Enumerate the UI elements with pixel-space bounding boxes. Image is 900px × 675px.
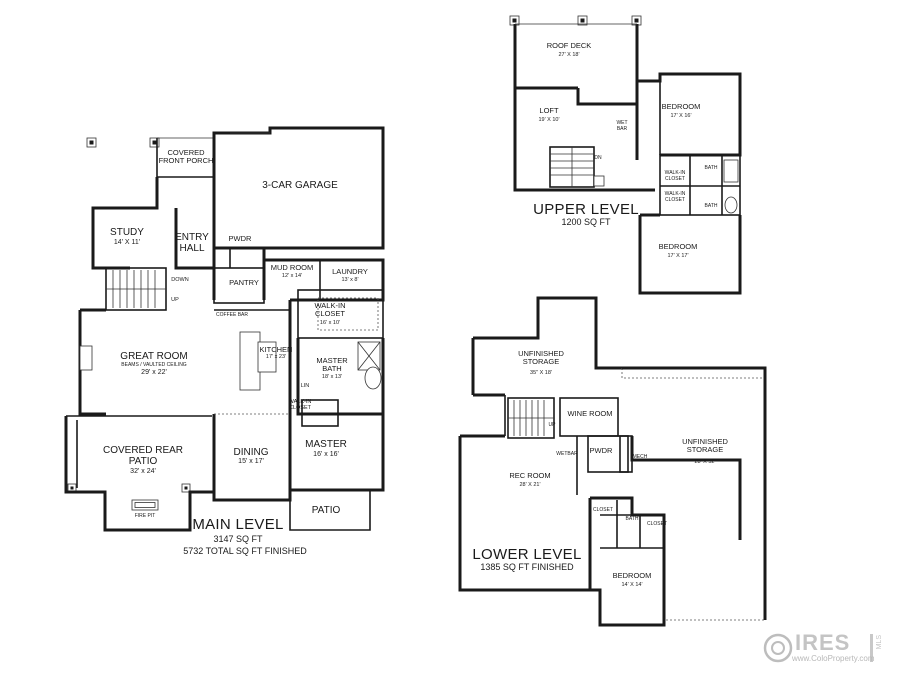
ires-watermark: IRES www.ColoProperty.com MLS (762, 630, 894, 670)
roof-deck-dimensions: 27' X 18' (558, 52, 580, 58)
kitchen-label: KITCHEN (259, 345, 293, 354)
dining-label: DINING (233, 447, 269, 458)
ires-logo-text: IRES (795, 630, 851, 655)
loft-dimensions: 19' X 10' (538, 117, 560, 123)
coffee-bar-label: COFFEE BAR (216, 312, 248, 318)
bedroom-2-dimensions: 17' X 17' (667, 253, 689, 259)
covered-rear-patio-label: COVERED REAR PATIO (102, 445, 184, 467)
covered-front-porch-label: COVERED FRONT PORCH (158, 148, 214, 166)
fire-pit-label: FIRE PIT (134, 513, 156, 519)
master-walkin-closet-label: WALK-IN CLOSET (314, 301, 346, 319)
study-dimensions: 14' X 11' (113, 239, 141, 246)
powder-room-label: PWDR (228, 234, 252, 243)
bath-1-label: BATH (704, 165, 718, 171)
main-level-sqft: 3147 SQ FT (213, 534, 263, 544)
laundry-dimensions: 13' x 8' (341, 277, 359, 283)
bedroom-1-label: BEDROOM (661, 102, 701, 111)
lower-bedroom-dimensions: 14' X 14' (621, 582, 643, 588)
master-bedroom-dimensions: 16' x 16' (313, 451, 339, 458)
unfinished-storage-2-dimensions: 28' X 52' (694, 459, 716, 465)
roof-deck-label: ROOF DECK (546, 41, 592, 50)
lower-closet-a-label: CLOSET (592, 507, 614, 513)
mechanical-room-label: MECH (632, 454, 648, 460)
stair-up-label: UP (171, 297, 179, 303)
unfinished-storage-1-label: UNFINISHED STORAGE (518, 349, 564, 367)
watermark-url: www.ColoProperty.com (792, 654, 875, 663)
patio-label: PATIO (311, 505, 341, 516)
stair-down-label: DOWN (171, 277, 189, 283)
master-bath-label: MASTER BATH (316, 356, 348, 374)
unfinished-storage-2-label: UNFINISHED STORAGE (682, 437, 728, 455)
upper-level-sqft: 1200 SQ FT (561, 217, 611, 227)
kitchen-dimensions: 17' x 23' (265, 354, 287, 360)
bedroom-1-dimensions: 17' X 16' (670, 113, 692, 119)
main-level-total-sqft: 5732 TOTAL SQ FT FINISHED (183, 546, 307, 556)
linen-label: LIN (300, 383, 310, 389)
unfinished-storage-1-dimensions: 35" X 18' (530, 370, 552, 376)
lower-wetbar-label: WETBAR (556, 451, 578, 457)
great-room-dimensions: 29' x 22' (141, 369, 167, 376)
walkin-closet-upper-1-label: WALK-IN CLOSET (664, 170, 686, 182)
lower-level-title: LOWER LEVEL (472, 546, 582, 563)
master-bath-dimensions: 18' x 13' (321, 374, 343, 380)
mud-room-dimensions: 12' x 14' (281, 273, 303, 279)
lower-level-sqft: 1385 SQ FT FINISHED (480, 562, 574, 572)
rec-room-dimensions: 28' X 21' (519, 482, 541, 488)
lower-bath-label: BATH (625, 516, 639, 522)
lower-closet-b-label: CLOSET (646, 521, 668, 527)
bedroom-2-label: BEDROOM (658, 242, 698, 251)
garage-label: 3-CAR GARAGE (262, 180, 338, 191)
lower-powder-label: PWDR (589, 446, 613, 455)
mud-room-label: MUD ROOM (270, 263, 314, 272)
wine-room-label: WINE ROOM (567, 409, 613, 418)
dining-dimensions: 15' x 17' (238, 458, 264, 465)
bath-2-label: BATH (704, 203, 718, 209)
ires-logo-icon (763, 633, 873, 663)
stair-dn-label: DN (594, 155, 602, 161)
lower-bedroom-label: BEDROOM (612, 571, 652, 580)
upper-level-walls (509, 15, 742, 295)
laundry-label: LAUNDRY (332, 267, 368, 276)
master-walkin-closet-dimensions: 16' x 10' (319, 320, 341, 326)
rec-room-label: REC ROOM (509, 471, 551, 480)
upper-level-title: UPPER LEVEL (533, 201, 639, 218)
study-label: STUDY (110, 227, 144, 238)
entry-hall-label: ENTRY HALL (175, 232, 209, 254)
main-level-walls (64, 126, 385, 532)
great-room-label: GREAT ROOM (120, 351, 188, 362)
lower-stair-up-label: UP (548, 422, 556, 428)
pantry-label: PANTRY (229, 278, 259, 287)
loft-label: LOFT (539, 106, 559, 115)
main-level-title: MAIN LEVEL (192, 516, 284, 533)
covered-rear-patio-dimensions: 32' x 24' (130, 468, 156, 475)
lower-level-walls (458, 296, 767, 627)
great-room-note: BEAMS / VAULTED CEILING (121, 362, 187, 368)
wet-bar-label: WET BAR (616, 120, 628, 132)
mls-mark: MLS (876, 635, 883, 650)
master-bedroom-label: MASTER (305, 439, 347, 450)
walkin-closet-2-label: WALK-IN CLOSET (288, 399, 312, 412)
walkin-closet-upper-2-label: WALK-IN CLOSET (664, 191, 686, 203)
